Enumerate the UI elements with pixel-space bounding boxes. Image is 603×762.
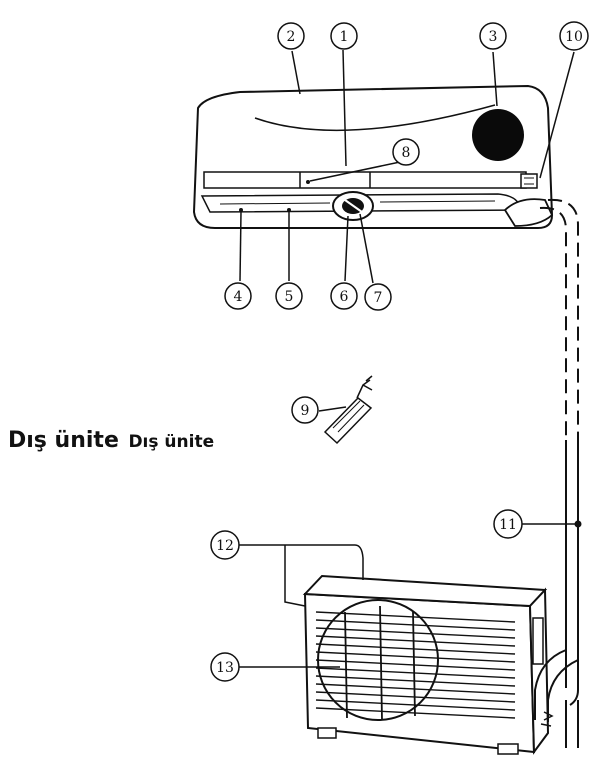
svg-text:9: 9 [301,403,310,419]
svg-text:4: 4 [234,289,243,305]
svg-text:11: 11 [499,517,517,533]
svg-text:7: 7 [374,290,383,306]
svg-text:12: 12 [216,538,234,554]
svg-text:2: 2 [287,29,296,45]
connecting-pipe [539,198,582,748]
indoor-unit [192,84,554,229]
callout-9: 9 [291,396,319,424]
callout-13: 13 [210,652,240,682]
callout-11: 11 [493,509,523,539]
svg-text:3: 3 [489,29,498,45]
svg-text:6: 6 [340,289,349,305]
svg-text:10: 10 [565,29,583,45]
svg-text:5: 5 [285,289,294,305]
callout-6: 6 [330,282,358,310]
callout-2: 2 [277,22,305,50]
callout-1: 1 [330,22,358,50]
outdoor-unit [302,574,554,755]
svg-text:8: 8 [402,145,411,161]
callout-3: 3 [479,22,507,50]
callout-10: 10 [559,21,589,51]
callout-7: 7 [364,283,392,311]
remote-control [323,375,373,445]
leader-lines [239,49,576,668]
callout-8: 8 [392,138,420,166]
callout-markers: 1 2 3 4 5 6 7 8 [210,21,589,682]
svg-text:13: 13 [216,660,234,676]
outdoor-unit-heading: Dış ünite Dış ünite [8,428,214,453]
heading-primary: Dış ünite [8,428,119,453]
callout-4: 4 [224,282,252,310]
svg-text:1: 1 [340,29,349,45]
callout-5: 5 [275,282,303,310]
callout-12: 12 [210,530,240,560]
heading-secondary: Dış ünite [128,432,215,452]
